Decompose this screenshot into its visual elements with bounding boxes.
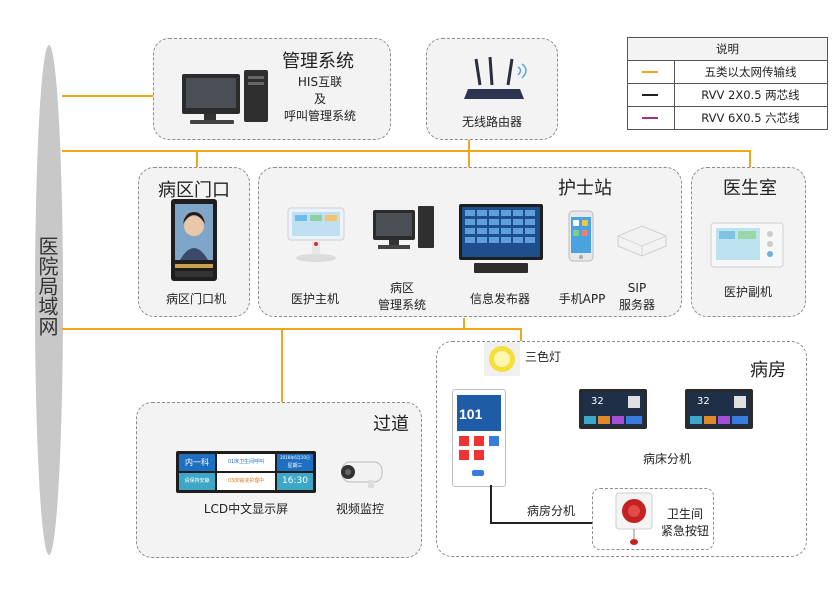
- legend-row: RVV 6X0.5 六芯线: [628, 106, 827, 129]
- legend-title: 说明: [628, 38, 827, 60]
- link-ward: [520, 328, 522, 342]
- computer-icon: [372, 204, 436, 256]
- link-corridor: [281, 328, 283, 403]
- trunk-line-bottom: [62, 328, 522, 330]
- bedside-unit-icon: [578, 388, 648, 434]
- ward-title: 病房: [750, 360, 786, 381]
- management-title: 管理系统: [282, 51, 354, 72]
- room-unit-device: 101: [452, 389, 506, 487]
- door-terminal-icon: [170, 198, 218, 286]
- tri-color-lamp-icon: [484, 342, 520, 380]
- doctor-room-title: 医生室: [723, 178, 777, 199]
- camera-icon: [338, 456, 390, 496]
- toilet-label-line2: 紧急按钮: [660, 524, 709, 538]
- nurse-device-label-1: 医护主机: [290, 292, 339, 306]
- link-doctor-room: [749, 150, 751, 168]
- lcd-status: 请保持安静: [179, 473, 215, 490]
- link-ward-entrance: [196, 150, 198, 168]
- lcd-dept: 内一科: [179, 454, 215, 471]
- ward-entrance-device-label: 病区门口机: [165, 292, 226, 306]
- ward-entrance-title: 病区门口: [158, 180, 230, 201]
- room-unit-label: 病房分机: [526, 504, 575, 518]
- legend: 说明 五类以太网传输线 RVV 2X0.5 两芯线 RVV 6X0.5 六芯线: [627, 37, 828, 130]
- nurse-device-label-3: 信息发布器: [469, 292, 530, 306]
- emergency-button-icon: [614, 491, 654, 551]
- computer-icon: [180, 68, 272, 132]
- doctor-room-device-label: 医护副机: [723, 285, 772, 299]
- bedside-unit-icon: [684, 388, 754, 434]
- nurse-station-title: 护士站: [558, 178, 612, 199]
- nurse-device-label-2: 病区 管理系统: [377, 281, 426, 312]
- legend-row: 五类以太网传输线: [628, 60, 827, 83]
- camera-label: 视频监控: [335, 502, 384, 516]
- trunk-line-top: [62, 150, 751, 152]
- wifi-router-icon: [462, 55, 532, 109]
- management-desc-line2: 及: [313, 92, 326, 106]
- nurse-device-label-4: 手机APP: [558, 292, 606, 306]
- tri-color-lamp-label: 三色灯: [524, 350, 561, 364]
- bedside-temp: 32: [591, 396, 604, 407]
- room-number: 101: [459, 406, 483, 422]
- lan-spine: [35, 45, 63, 555]
- bedside-temp: 32: [697, 396, 710, 407]
- sip-server-icon: [614, 222, 670, 262]
- router-label: 无线路由器: [461, 115, 522, 129]
- legend-row: RVV 2X0.5 两芯线: [628, 83, 827, 106]
- toilet-label-line1: 卫生间: [666, 507, 703, 521]
- link-management: [62, 95, 153, 97]
- wire-2core-vertical: [490, 485, 492, 524]
- smartphone-icon: [568, 210, 594, 266]
- legend-text-6core: RVV 6X0.5 六芯线: [701, 111, 800, 125]
- lcd-weekday: 星期三: [277, 462, 313, 471]
- wire-2core-horizontal: [490, 522, 614, 524]
- lcd-display: 内一科 01床卫生间呼叫 2018年6月10日 星期三 请保持安静 03床输液护…: [176, 451, 316, 493]
- legend-text-ethernet: 五类以太网传输线: [704, 65, 797, 79]
- link-nurse-station: [463, 318, 465, 330]
- toilet-button-group: [592, 488, 714, 550]
- lcd-time: 16:30: [277, 473, 313, 490]
- legend-text-2core: RVV 2X0.5 两芯线: [701, 88, 800, 102]
- lcd-label: LCD中文显示屏: [203, 502, 289, 516]
- lan-spine-label: 医院局域网: [35, 236, 59, 336]
- link-router: [468, 140, 470, 168]
- corridor-title: 过道: [373, 414, 409, 435]
- management-desc-line1: HIS互联: [297, 75, 343, 89]
- legend-swatch-6core: [642, 117, 658, 119]
- nurse-device-label-5: SIP 服务器: [618, 281, 655, 312]
- legend-swatch-ethernet: [642, 71, 658, 73]
- lcd-line1: 01床卫生间呼叫: [217, 454, 275, 471]
- lcd-line2: 03床输液护理中: [217, 473, 275, 490]
- management-desc-line3: 呼叫管理系统: [283, 109, 356, 123]
- info-display-icon: [458, 203, 544, 281]
- nurse-master-icon: [286, 204, 346, 268]
- nurse-slave-icon: [710, 222, 784, 272]
- bedside-unit-label: 病床分机: [642, 452, 691, 466]
- lcd-date: 2018年6月10日: [277, 454, 313, 462]
- legend-swatch-2core: [642, 94, 658, 96]
